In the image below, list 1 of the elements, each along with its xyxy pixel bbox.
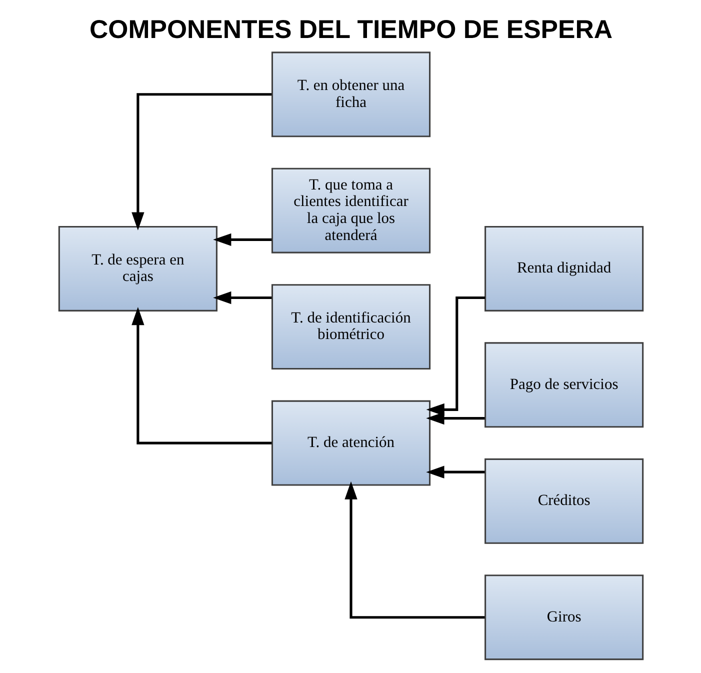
diagram-title: COMPONENTES DEL TIEMPO DE ESPERA [89,16,612,44]
